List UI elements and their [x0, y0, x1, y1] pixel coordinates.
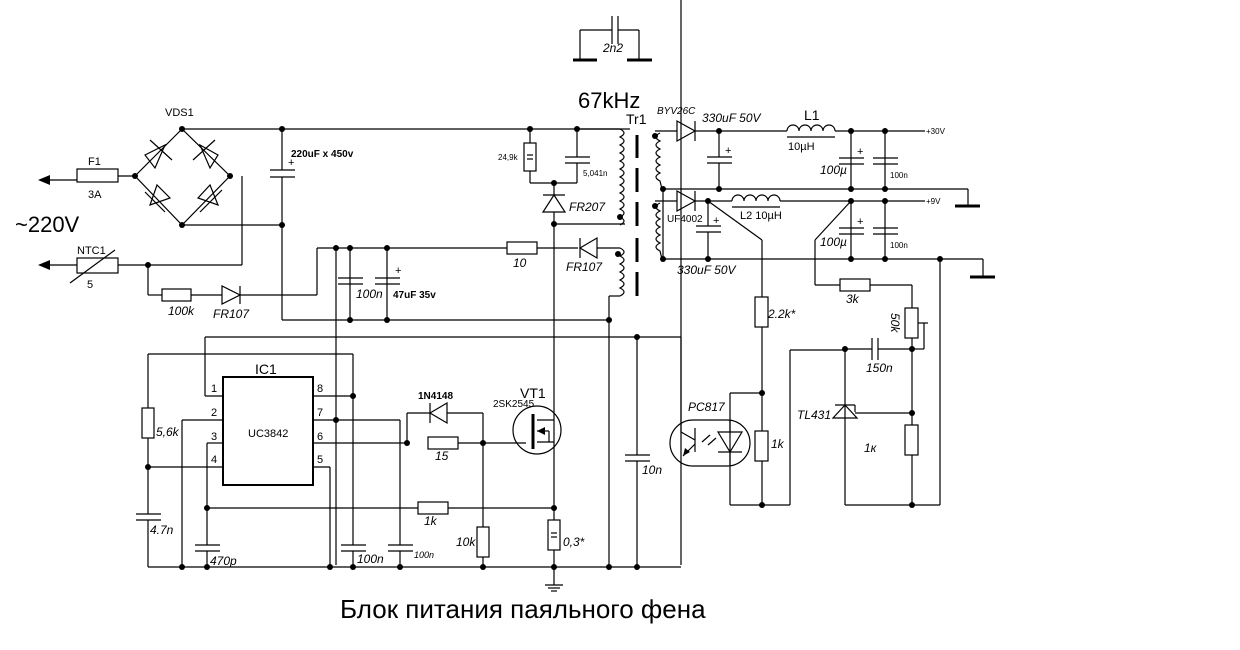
fuse-f1 — [76, 168, 119, 183]
c-out30-3-value: 100n — [890, 171, 908, 180]
pin-label: 5 — [317, 454, 323, 466]
svg-text:+: + — [713, 215, 719, 227]
opto-label: PC817 — [688, 400, 726, 414]
rail-30v-label: +30V — [926, 127, 946, 136]
c-vcc-47u-value: 47uF 35v — [393, 290, 436, 301]
c-vref-value: 100n — [357, 552, 384, 566]
transformer-tr1: 67kHz Tr1 — [577, 88, 663, 565]
aux-winding-path: 10 FR107 — [420, 236, 620, 274]
ntc-value: 5 — [87, 279, 93, 291]
frequency-label: 67kHz — [578, 88, 640, 113]
y-cap-value: 2n2 — [602, 41, 623, 55]
l1-ref: L1 — [804, 107, 820, 123]
c-out30-value: 330uF 50V — [702, 111, 761, 125]
r-start-value: 100k — [168, 304, 195, 318]
r-led-value: 2.2k* — [767, 307, 796, 321]
gate-drive: 1N4148 15 10k 1k — [404, 391, 554, 567]
bulk-capacitor: + 220uF x 450v — [270, 126, 630, 320]
l2-value: L2 10µH — [740, 210, 782, 222]
c-out9-value: 330uF 50V — [677, 263, 736, 277]
vcc-capacitors: 100n + 47uF 35v — [282, 245, 612, 565]
ic-part: UC3842 — [248, 428, 288, 440]
r-cs-value: 1k — [424, 514, 438, 528]
c-150n-value: 150n — [866, 361, 893, 375]
fuse-value: 3A — [88, 189, 102, 201]
cap-10n: 10n — [205, 336, 662, 565]
svg-text:+: + — [857, 216, 863, 228]
r-1k-b-value: 1к — [864, 441, 878, 455]
ic-decoupling: 100n 100n — [341, 544, 434, 567]
bridge-rectifier: VDS1 — [132, 107, 285, 228]
mains-input: F1 3A ~220V NTC1 5 — [15, 156, 243, 291]
c-10n-value: 10n — [642, 463, 662, 477]
transformer-ref: Tr1 — [626, 111, 647, 127]
optocoupler: PC817 — [634, 0, 751, 565]
c-ct-value: 4.7n — [150, 523, 174, 537]
snubber: 24,9k 5,041n FR207 — [498, 126, 625, 505]
y-capacitor: 2n2 — [573, 16, 652, 62]
feedback-network: 2.2k* 1k 3k 50k 150n — [729, 278, 940, 508]
pin-label: 3 — [211, 431, 217, 443]
sense-resistor: 0,3* — [545, 505, 585, 592]
svg-text:+: + — [857, 146, 863, 158]
output-30v: BYV26C 330uF 50V + L1 10µH + 100µ 100n +… — [655, 106, 980, 208]
d-out30-value: BYV26C — [657, 106, 696, 117]
snubber-c-value: 5,041n — [583, 169, 607, 178]
ic-uc3842: IC1 UC3842 1 2 3 4 5 6 7 8 — [145, 337, 420, 567]
mosfet-ref: VT1 — [520, 385, 546, 401]
r-3k-value: 3k — [846, 292, 860, 306]
d-aux-value: FR107 — [566, 260, 603, 274]
c-out9-2-value: 100µ — [820, 235, 847, 249]
ntc-thermistor — [76, 257, 119, 274]
mains-label: ~220V — [15, 212, 80, 237]
c-cs-value: 470p — [210, 554, 237, 568]
c-vcc2-value: 100n — [414, 550, 434, 560]
startup-path: 100k FR107 — [147, 247, 420, 321]
l1-value: 10µH — [788, 141, 815, 153]
pin-label: 8 — [317, 383, 323, 395]
snubber-r-value: 24,9k — [498, 153, 519, 162]
pin-label: 2 — [211, 407, 217, 419]
diagram-title: Блок питания паяльного фена — [340, 594, 706, 624]
r-gate-value: 15 — [435, 449, 449, 463]
pin-label: 1 — [211, 383, 217, 395]
r-gs-value: 10k — [456, 535, 476, 549]
pin-label: 7 — [317, 407, 323, 419]
svg-text:+: + — [395, 265, 401, 277]
svg-text:+: + — [725, 145, 731, 157]
pin-label: 6 — [317, 431, 323, 443]
rail-9v-label: +9V — [926, 197, 941, 206]
timing-network: 5,6k 4.7n 470p — [136, 354, 237, 568]
r-aux-value: 10 — [513, 256, 527, 270]
c-out9-3-value: 100n — [890, 241, 908, 250]
d-gate-value: 1N4148 — [418, 391, 453, 402]
pot-value: 50k — [888, 313, 902, 333]
d-start-value: FR107 — [213, 307, 250, 321]
ic-ref: IC1 — [255, 361, 277, 377]
d-out9-value: UF4002 — [667, 214, 703, 225]
bridge-ref: VDS1 — [165, 107, 194, 119]
mosfet-vt1: VT1 2SK2545 — [493, 385, 562, 455]
snubber-d-value: FR207 — [569, 200, 606, 214]
fuse-ref: F1 — [88, 156, 101, 168]
output-9v: UF4002 + 330uF 50V L2 10µH + 100µ 100n +… — [655, 189, 995, 505]
mosfet-part: 2SK2545 — [493, 399, 535, 410]
c-vcc-100n-value: 100n — [356, 287, 383, 301]
ntc-ref: NTC1 — [77, 245, 106, 257]
r-rt-value: 5,6k — [156, 425, 180, 439]
c-out30-2-value: 100µ — [820, 163, 847, 177]
bulk-cap-value: 220uF x 450v — [291, 149, 354, 160]
tl431-label: TL431 — [797, 408, 831, 422]
svg-text:+: + — [288, 157, 294, 169]
r-1k-value: 1k — [771, 437, 785, 451]
r-sense-value: 0,3* — [563, 535, 585, 549]
pin-label: 4 — [211, 454, 217, 466]
ground-bus — [148, 564, 681, 570]
